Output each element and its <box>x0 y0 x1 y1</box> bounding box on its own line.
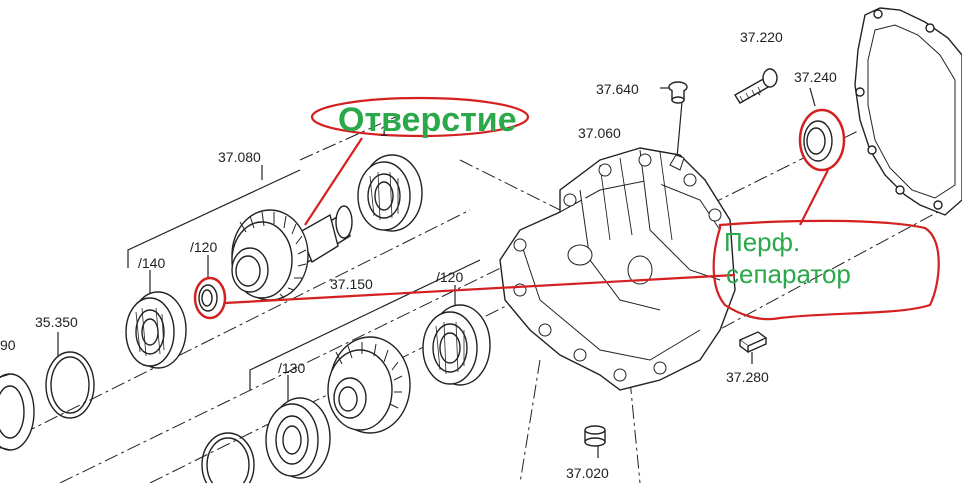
annotation-perf-line1: Перф. <box>724 227 800 257</box>
label-90: 90 <box>0 337 16 353</box>
red-annotation-marks <box>224 96 940 321</box>
bearing-140 <box>125 291 187 369</box>
bracket-37280 <box>738 331 768 354</box>
label-35350: 35.350 <box>35 314 78 330</box>
annotation-perf-line2: сепаратор <box>726 259 851 289</box>
label-37080: 37.080 <box>218 149 261 165</box>
bolt <box>734 68 778 104</box>
part-labels: 90 35.350 /140 /120 37.080 1 37.150 /120… <box>0 29 837 481</box>
label-1: 1 <box>380 123 388 139</box>
label-37150: 37.150 <box>330 276 373 292</box>
label-130: /130 <box>278 360 305 376</box>
snap-ring-lower <box>201 432 255 483</box>
lower-gear <box>327 336 411 434</box>
snap-ring-35350 <box>45 351 95 419</box>
label-37640: 37.640 <box>596 81 639 97</box>
seal-37240-highlighted <box>798 108 846 172</box>
partial-bearing-left <box>0 373 35 451</box>
breather-plug <box>668 81 688 104</box>
transfer-case-housing <box>499 147 736 391</box>
dowel-pin <box>584 425 606 447</box>
label-37280: 37.280 <box>726 369 769 385</box>
label-37220: 37.220 <box>740 29 783 45</box>
gasket-plate <box>854 7 962 216</box>
bearing-120-lower <box>422 304 491 386</box>
label-120b: /120 <box>436 269 463 285</box>
label-120a: /120 <box>190 239 217 255</box>
annotation-otverstie: Отверстие <box>338 101 517 139</box>
input-shaft-gear <box>231 205 353 301</box>
bearing-130 <box>265 397 331 479</box>
bearing-upper <box>357 154 423 232</box>
green-annotations: Отверстие Перф. сепаратор <box>338 101 851 289</box>
label-37240: 37.240 <box>794 69 837 85</box>
label-37060: 37.060 <box>578 125 621 141</box>
label-37020: 37.020 <box>566 465 609 481</box>
seal-120-highlighted <box>193 276 227 320</box>
label-140: /140 <box>138 255 165 271</box>
